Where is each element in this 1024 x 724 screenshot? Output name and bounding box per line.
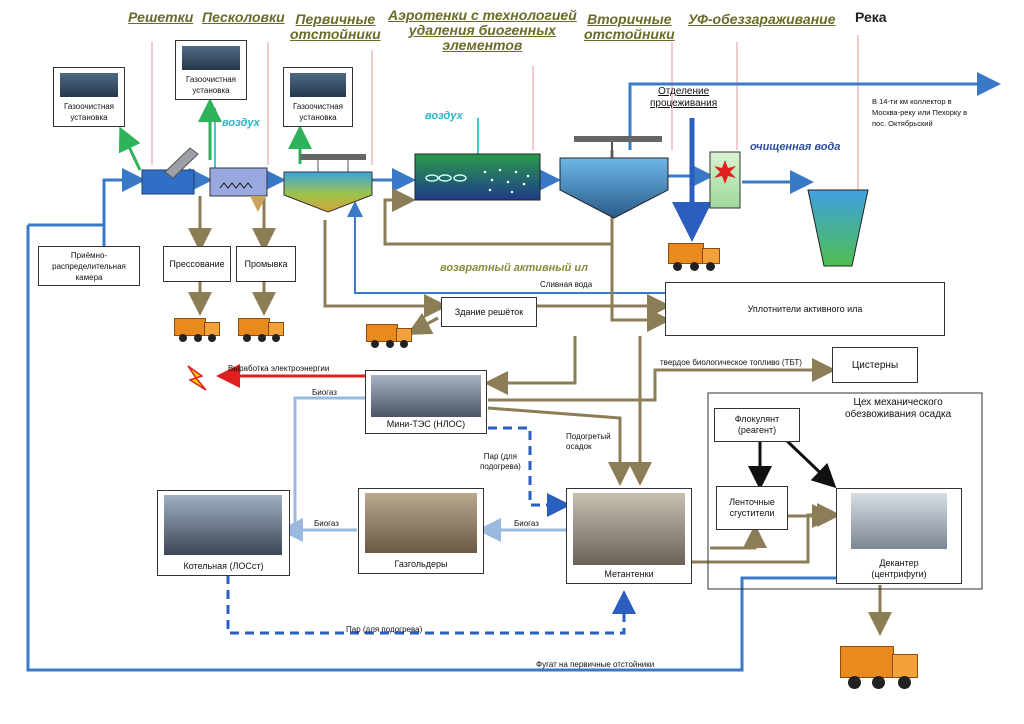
sand-trap-unit [209,167,268,212]
digesters-photo-icon [573,493,685,565]
boiler-label: Котельная (ЛОСст) [183,561,264,571]
pressing-box: Прессование [163,246,231,282]
title-sand-traps: Песколовки [202,9,285,25]
primary-settler-unit [283,154,373,213]
gas-cleaner-label-2: Газоочистная установка [185,75,237,95]
screens-building-box: Здание решёток [441,297,537,327]
mini-tes-box: Мини-ТЭС (НЛОС) [365,370,487,434]
biogas-label-2: Биогаз [314,519,339,528]
mini-tes-label: Мини-ТЭС (НЛОС) [386,419,466,429]
boiler-photo-icon [164,495,282,555]
gasholders-photo-icon [365,493,477,553]
outfall-label: В 14-ти км коллектор в Москва-реку или П… [872,97,968,128]
dump-truck-icon [366,318,412,350]
screens-unit [141,147,199,195]
biogas-label-1: Биогаз [312,388,337,397]
fugate-label: Фугат на первичные отстойники [536,660,655,669]
thickeners-box: Уплотнители активного ила [665,282,945,336]
dump-truck-icon [174,312,220,344]
steam-lines [226,426,636,635]
title-uv: УФ-обеззараживание [688,11,836,27]
treated-water-label: очищенная вода [750,141,841,153]
title-guide-lines [151,35,859,190]
decanter-box: Декантер (центрифуги) [836,488,962,584]
dump-truck-icon [668,236,720,274]
dump-truck-icon [840,636,920,694]
tanks-box: Цистерны [832,347,918,383]
title-aerotanks: Аэротенки с технологией удаления биогенн… [388,7,577,53]
air-label-2: воздух [425,110,463,122]
gasholders-label: Газгольдеры [394,559,448,569]
workshop-frame [707,392,983,590]
decanter-photo-icon [851,493,947,549]
biogas-label-3: Биогаз [514,519,539,528]
reagent-arrows [748,438,837,490]
title-screens: Решетки [128,9,194,25]
gasholders-box: Газгольдеры [358,488,484,574]
dump-truck-icon [238,312,284,344]
steam-label-1: Пар (для подогрева) [480,452,521,471]
power-label: Выработка электроэнергии [228,364,330,373]
lightning-icon [187,365,207,391]
decanter-label: Декантер (центрифуги) [871,558,927,579]
gas-cleaner-photo-icon [60,73,118,97]
mini-tes-photo-icon [371,375,481,417]
heated-sludge-label: Подогретый осадок [566,432,611,451]
gas-cleaner-photo-icon [182,46,240,70]
sludge-flow-lines [188,150,892,636]
separation-label: Отделение процеживания [650,86,718,109]
title-river: Река [855,9,887,25]
aerotank-unit [414,153,541,201]
exhaust-arrows [118,98,312,171]
air-label-1: воздух [222,117,260,129]
workshop-title: Цех механического обезвоживания осадка [845,397,952,420]
gas-cleaner-label-3: Газоочистная установка [292,102,344,122]
secondary-settler-unit [559,136,669,219]
title-secondary-settlers: Вторичные отстойники [584,11,675,42]
washing-box: Промывка [236,246,296,282]
biofuel-label: твердое биологическое топливо (ТБТ) [660,358,802,367]
gas-cleaner-box-1: Газоочистная установка [53,67,125,127]
boiler-box: Котельная (ЛОСст) [157,490,290,576]
gas-cleaner-photo-icon [290,73,346,97]
water-flow-lines [26,72,1001,672]
flocculant-box: Флокулянт (реагент) [714,408,800,442]
gas-cleaner-label-1: Газоочистная установка [63,102,115,122]
return-sludge-label: возвратный активный ил [440,262,588,274]
digesters-box: Метантенки [566,488,692,584]
steam-label-2: Пар (для подогрева) [346,625,423,634]
digesters-label: Метантенки [604,569,654,579]
receiving-chamber-box: Приёмно- распределительная камера [38,246,140,286]
drain-water-label: Сливная вода [540,280,593,289]
river-unit [807,189,869,267]
title-primary-settlers: Первичные отстойники [290,11,381,42]
gas-cleaner-box-3: Газоочистная установка [283,67,353,127]
belt-thickeners-box: Ленточные сгустители [716,486,788,530]
biogas-lines [279,396,570,542]
uv-unit [709,151,741,209]
drain-water-line [347,201,665,294]
gas-cleaner-box-2: Газоочистная установка [175,40,247,100]
